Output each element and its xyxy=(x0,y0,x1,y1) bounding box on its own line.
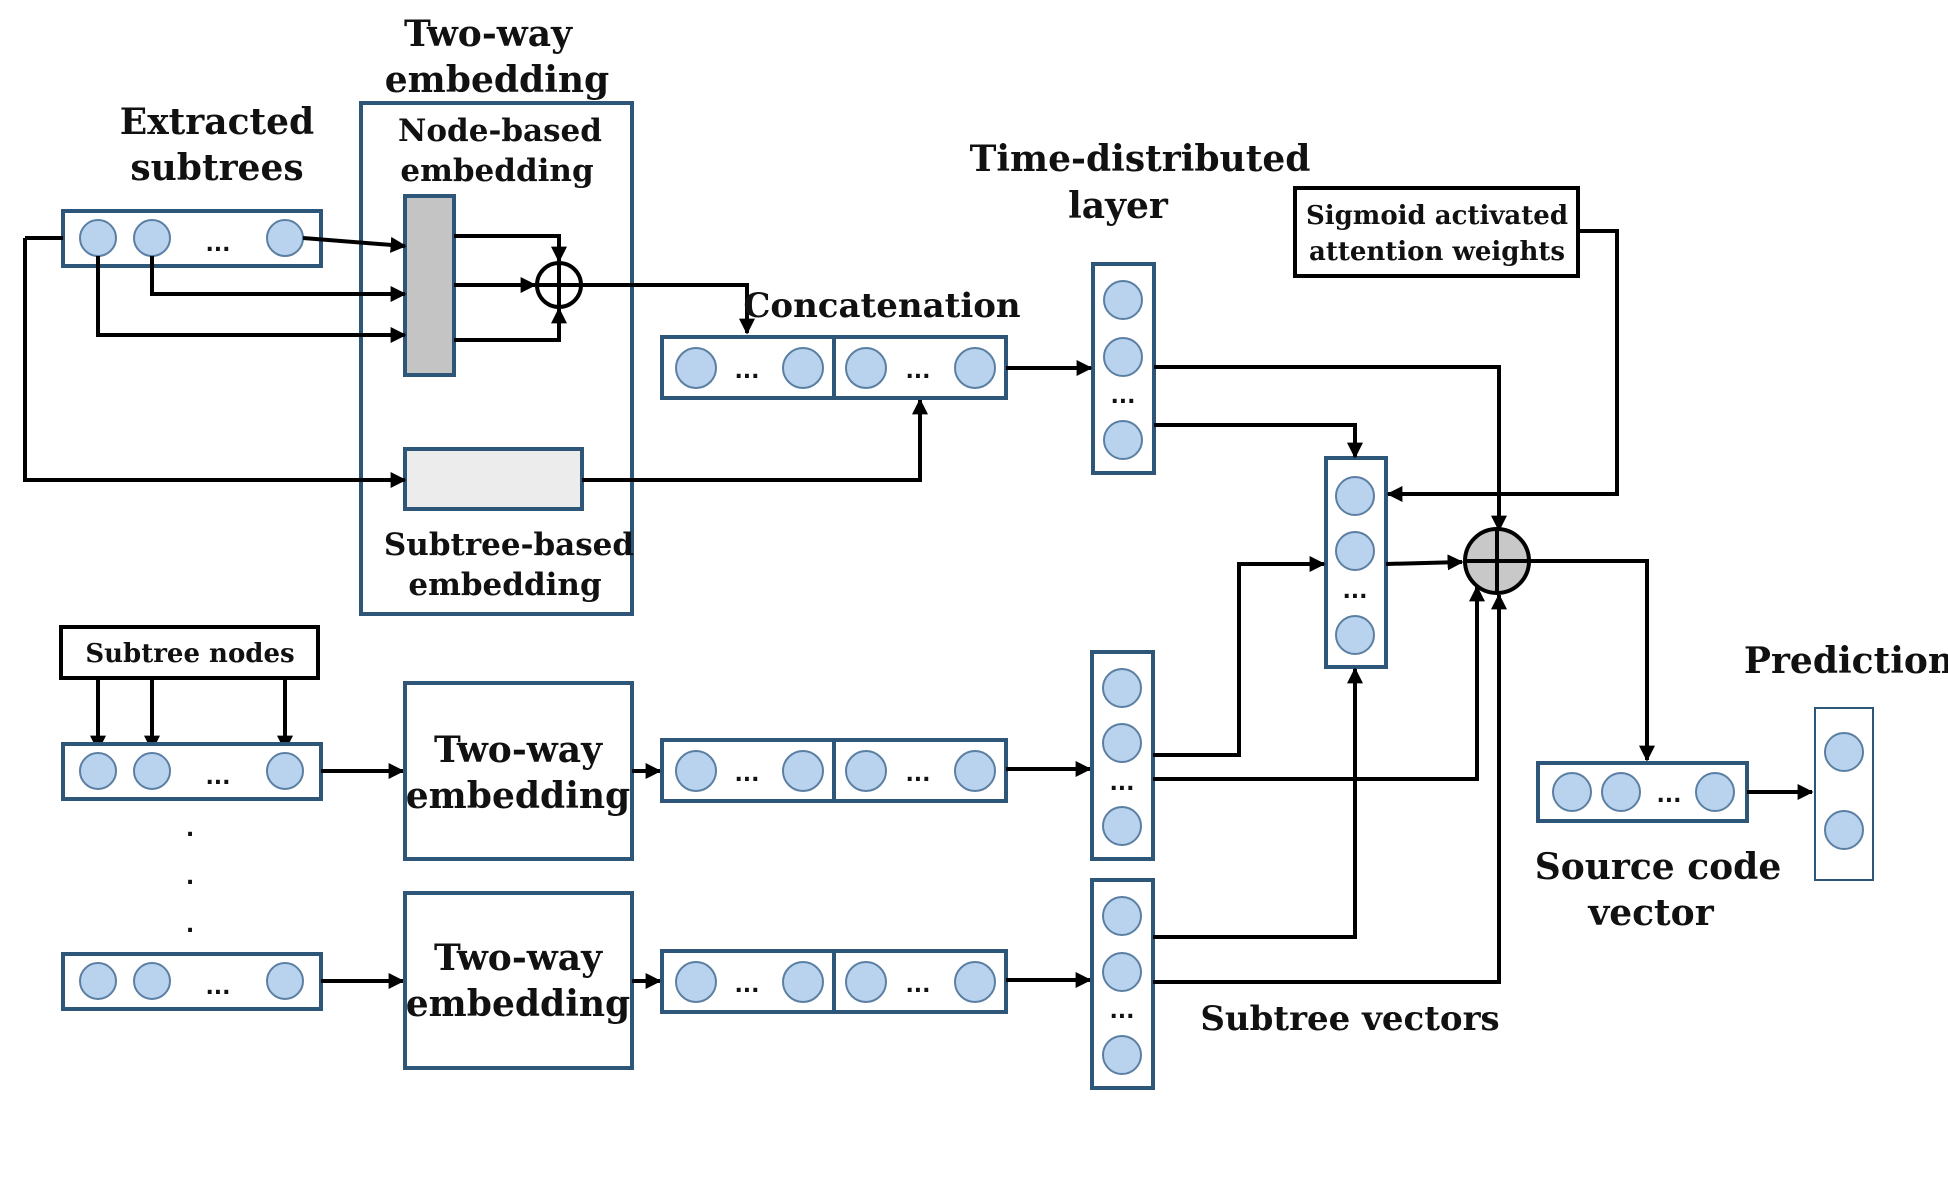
svg-text:...: ... xyxy=(205,975,230,1000)
svg-text:...: ... xyxy=(1110,384,1135,409)
time-distributed-vector-3: ... xyxy=(1090,878,1155,1090)
subtree-input-vector-3: ... xyxy=(61,952,323,1011)
extracted-subtrees-label-line2: subtrees xyxy=(130,147,303,189)
prediction-vector xyxy=(1814,707,1874,881)
small-combine-operator xyxy=(535,261,583,309)
subtree-nodes-label: Subtree nodes xyxy=(85,639,294,669)
subtree-based-embedding-label-line1: Subtree-based xyxy=(384,527,634,563)
time-distributed-vector-2: ... xyxy=(1090,650,1155,861)
arrow-extracted-to-node-embedding-1 xyxy=(302,236,407,253)
svg-text:...: ... xyxy=(205,232,230,257)
arrow-extracted-to-node-embedding-3 xyxy=(96,256,407,343)
arrow-extracted-to-subtree-embedding xyxy=(23,238,407,488)
concatenation-vector-2: ... ... xyxy=(660,738,1008,803)
subtree-nodes-box xyxy=(59,625,320,680)
arrow-combine-to-source-code-vector xyxy=(1529,559,1655,762)
arrow-time3-to-subtree-vectors xyxy=(1153,667,1363,939)
svg-text:...: ... xyxy=(905,762,930,787)
source-code-vector-label-line2: vector xyxy=(1587,892,1714,934)
svg-text:...: ... xyxy=(734,762,759,787)
vertical-dots-1: . xyxy=(186,817,194,842)
big-combine-operator xyxy=(1463,527,1531,595)
sigmoid-attention-label-line2: attention weights xyxy=(1309,237,1565,267)
subtree-embedding-layer xyxy=(403,447,584,511)
subtree-based-embedding-label-line2: embedding xyxy=(408,567,601,603)
svg-text:embedding: embedding xyxy=(406,775,630,817)
arrow-attention-to-subtree-vectors xyxy=(1386,229,1619,502)
arrow-time-top-to-subtree-vectors xyxy=(1154,423,1363,459)
two-way-embedding-title-line1: Two-way xyxy=(404,13,573,55)
time-distributed-vector-top: ... xyxy=(1091,262,1156,475)
two-way-embedding-block-2: Two-way embedding xyxy=(403,681,634,861)
sigmoid-attention-box xyxy=(1293,186,1580,278)
svg-text:...: ... xyxy=(1656,783,1681,808)
svg-text:Two-way: Two-way xyxy=(434,937,603,979)
vertical-dots-2: . xyxy=(186,865,194,890)
arrow-time-top-to-big-combine xyxy=(1154,365,1507,532)
two-way-embedding-block-3: Two-way embedding xyxy=(403,891,634,1070)
subtree-vectors-stack: ... xyxy=(1324,456,1388,669)
svg-text:...: ... xyxy=(905,359,930,384)
arrow-node-embedding-to-combine-bottom xyxy=(454,307,567,342)
svg-text:...: ... xyxy=(734,973,759,998)
prediction-label: Prediction xyxy=(1744,640,1948,682)
concatenation-vector-top: ... ... xyxy=(660,335,1008,400)
node-embedding-layer xyxy=(403,194,456,377)
arrow-extracted-to-node-embedding-2 xyxy=(150,256,407,302)
sigmoid-attention-label-line1: Sigmoid activated xyxy=(1306,201,1568,231)
node-based-embedding-label-line1: Node-based xyxy=(398,113,602,149)
arrow-subtree-embedding-to-concatenation xyxy=(582,398,928,482)
node-based-embedding-label-line2: embedding xyxy=(400,153,593,189)
arrow-time3-to-big-combine xyxy=(1153,593,1507,984)
concatenation-vector-3: ... ... xyxy=(660,949,1008,1014)
source-code-vector: ... xyxy=(1536,761,1749,823)
svg-text:embedding: embedding xyxy=(406,983,630,1025)
concatenation-label: Concatenation xyxy=(743,286,1020,326)
svg-text:...: ... xyxy=(1109,771,1134,796)
svg-text:...: ... xyxy=(734,359,759,384)
svg-text:...: ... xyxy=(905,973,930,998)
vertical-dots-3: . xyxy=(186,913,194,938)
arrow-time2-to-subtree-vectors xyxy=(1153,556,1326,757)
svg-text:...: ... xyxy=(205,765,230,790)
extracted-subtrees-vector: ... xyxy=(61,209,323,268)
arrow-node-embedding-to-combine-top xyxy=(454,234,567,263)
extracted-subtrees-label-line1: Extracted xyxy=(120,101,314,143)
svg-text:...: ... xyxy=(1342,579,1367,604)
subtree-input-vector-2: ... xyxy=(61,742,323,801)
time-distributed-label-line2: layer xyxy=(1068,185,1169,227)
time-distributed-label-line1: Time-distributed xyxy=(970,138,1311,180)
subtree-vectors-label: Subtree vectors xyxy=(1200,999,1499,1039)
source-code-vector-label-line1: Source code xyxy=(1535,846,1782,888)
svg-text:Two-way: Two-way xyxy=(434,729,603,771)
arrow-time2-to-big-combine xyxy=(1153,585,1485,781)
arrow-combine-to-concatenation xyxy=(581,283,755,335)
two-way-embedding-title-line2: embedding xyxy=(385,59,609,101)
arrow-subtree-vectors-to-combine xyxy=(1385,554,1464,571)
svg-text:...: ... xyxy=(1109,999,1134,1024)
